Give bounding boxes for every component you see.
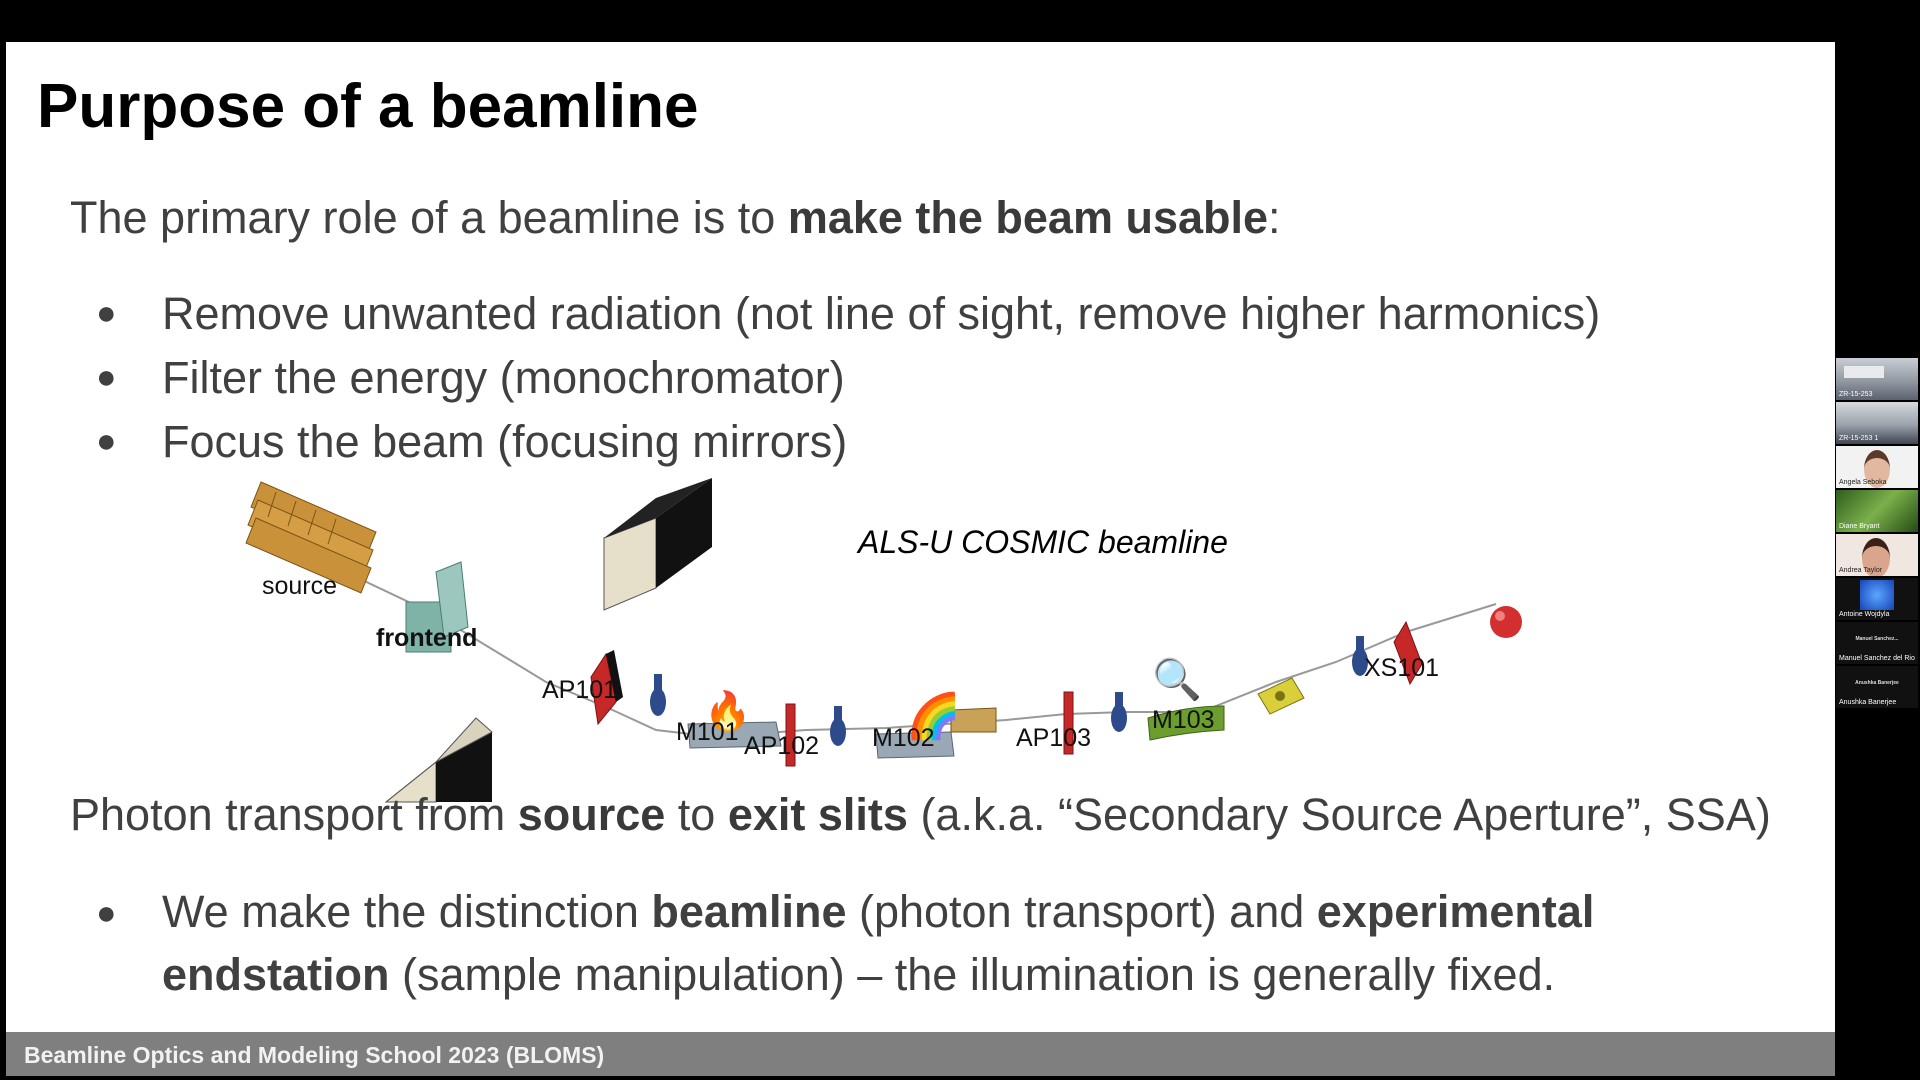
m102-mirror bbox=[875, 731, 955, 759]
bullet-dot: ● bbox=[96, 358, 117, 396]
participant-name: Angela Seboka bbox=[1839, 479, 1887, 486]
participant-name: Manuel Sanchez del Rio bbox=[1839, 655, 1915, 662]
label-ap103: AP103 bbox=[1016, 724, 1092, 752]
label-source: source bbox=[262, 572, 338, 600]
bullet-item: Remove unwanted radiation (not line of s… bbox=[162, 288, 1601, 339]
participant-tile[interactable]: Andrea Taylor bbox=[1836, 534, 1918, 576]
frontend-element bbox=[405, 561, 469, 653]
distinction-line-2: endstation (sample manipulation) – the i… bbox=[162, 949, 1556, 1000]
participant-tile[interactable]: ZR-15-253 bbox=[1836, 358, 1918, 400]
footer-bar: Beamline Optics and Modeling School 2023… bbox=[6, 1032, 1835, 1076]
bullet-item: Focus the beam (focusing mirrors) bbox=[162, 416, 848, 467]
footer-text: Beamline Optics and Modeling School 2023… bbox=[24, 1042, 605, 1068]
xs101-slit bbox=[1393, 620, 1423, 686]
label-xs101: XS101 bbox=[1364, 654, 1440, 682]
distinction-line-1: We make the distinction beamline (photon… bbox=[162, 886, 1595, 937]
participant-name: ZR-15-253 1 bbox=[1839, 435, 1879, 442]
intro-text: The primary role of a beamline is to mak… bbox=[70, 195, 1281, 240]
participant-tile[interactable]: Manuel Sanchez... Manuel Sanchez del Rio bbox=[1836, 622, 1918, 664]
participant-tile[interactable]: Angela Seboka bbox=[1836, 446, 1918, 488]
source-element bbox=[245, 481, 377, 594]
magnifier-icon: 🔍 bbox=[1152, 658, 1202, 702]
slide-title: Purpose of a beamline bbox=[37, 72, 699, 141]
participant-name: Antoine Wojdyla bbox=[1839, 611, 1890, 618]
bullet-dot: ● bbox=[96, 294, 117, 332]
m103-mirror bbox=[1147, 705, 1225, 741]
rainbow-icon: 🌈 bbox=[906, 692, 961, 741]
bullet-dot: ● bbox=[96, 422, 117, 460]
participant-tile[interactable]: Antoine Wojdyla bbox=[1836, 578, 1918, 620]
transport-text: Photon transport from source to exit sli… bbox=[70, 789, 1771, 840]
shield-block-bottom bbox=[384, 717, 493, 803]
label-m101: M101 bbox=[676, 718, 739, 746]
m101-mirror bbox=[687, 721, 782, 749]
participant-display-name: Manuel Sanchez... bbox=[1855, 636, 1899, 642]
participant-name: Diane Bryant bbox=[1839, 523, 1880, 530]
ap103-slit bbox=[1063, 691, 1074, 755]
label-ap102: AP102 bbox=[744, 732, 820, 760]
ap102-slit bbox=[785, 703, 796, 767]
label-m103: M103 bbox=[1152, 706, 1215, 734]
avatar bbox=[1864, 450, 1890, 488]
avatar bbox=[1860, 580, 1894, 610]
intro-prefix: The primary role of a beamline is to bbox=[70, 192, 788, 243]
label-ap101: AP101 bbox=[542, 676, 618, 704]
participant-display-name: Anushka Banerjee bbox=[1855, 680, 1899, 686]
label-m102: M102 bbox=[872, 724, 935, 752]
participant-name: Anushka Banerjee bbox=[1839, 699, 1897, 706]
beam-path bbox=[315, 557, 1497, 739]
avatar bbox=[1862, 538, 1890, 576]
participant-name: ZR-15-253 bbox=[1839, 391, 1873, 398]
participant-tile[interactable]: Diane Bryant bbox=[1836, 490, 1918, 532]
diagram-title: ALS-U COSMIC beamline bbox=[858, 524, 1228, 560]
participant-tile[interactable]: Anushka Banerjee Anushka Banerjee bbox=[1836, 666, 1918, 708]
participant-tile[interactable]: ZR-15-253 1 bbox=[1836, 402, 1918, 444]
slide: Purpose of a beamline The primary role o… bbox=[6, 42, 1835, 1076]
shield-block-top bbox=[603, 478, 712, 611]
intro-emphasis: make the beam usable bbox=[787, 192, 1269, 243]
beamline-diagram bbox=[245, 478, 1522, 803]
intro-suffix: : bbox=[1268, 192, 1281, 243]
bullet-item: Filter the energy (monochromator) bbox=[162, 352, 845, 403]
flame-icon: 🔥 bbox=[704, 691, 752, 733]
label-frontend: frontend bbox=[376, 624, 478, 652]
participant-name: Andrea Taylor bbox=[1839, 567, 1883, 574]
vacuum-pump bbox=[650, 636, 1368, 746]
sample-sphere bbox=[1490, 606, 1522, 638]
bullet-dot: ● bbox=[96, 894, 117, 932]
